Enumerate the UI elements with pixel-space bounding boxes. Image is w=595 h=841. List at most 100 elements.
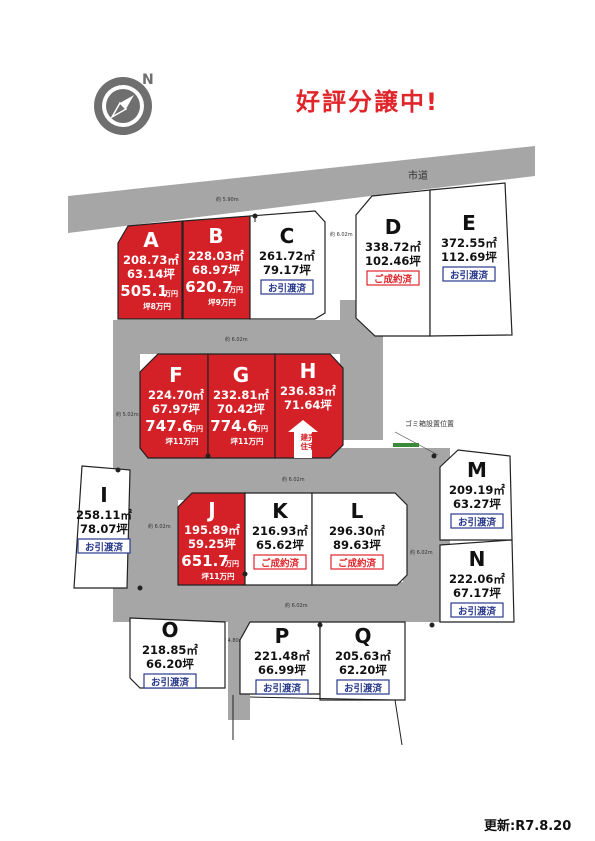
road-width-right-c: 約 6.02m: [330, 231, 353, 238]
lot-D-tsubo: 102.46坪: [365, 254, 421, 268]
lot-I-shape[interactable]: [73, 465, 131, 589]
headline: 好評分譲中!: [296, 88, 439, 116]
lot-E-label: E: [462, 211, 476, 235]
lot-C-tsubo: 79.17坪: [263, 263, 311, 277]
lot-J-label: J: [206, 498, 215, 522]
lot-O-status-badge-frame: [143, 673, 197, 689]
lot-L-area: 296.30㎡: [329, 524, 385, 538]
road-right-upper: [340, 300, 383, 440]
lot-N-status-badge: お引渡済: [458, 606, 497, 618]
lot-M-status-badge: お引渡済: [458, 517, 497, 529]
lot-J-tsubo: 59.25坪: [188, 537, 236, 551]
lot-M-label: M: [467, 458, 487, 482]
compass-icon: N: [94, 72, 154, 135]
lot-M-area: 209.19㎡: [449, 483, 505, 497]
lot-B-unit-price: 坪9万円: [208, 297, 236, 307]
lot-N-status-badge-frame: [450, 602, 504, 618]
lot-E-status-badge-frame: [442, 266, 496, 282]
lot-N-label: N: [469, 547, 486, 571]
lot-A-unit-price: 坪8万円: [143, 301, 171, 311]
lot-L-status-badge-frame: [330, 554, 384, 570]
lot-G-price: 774.6: [210, 417, 257, 435]
lot-K-status-badge-frame: [253, 554, 307, 570]
lot-L-tsubo: 89.63坪: [333, 538, 381, 552]
lot-A-tsubo: 63.14坪: [127, 267, 175, 281]
lot-B-label: B: [208, 224, 223, 248]
road-left: [113, 320, 140, 470]
lot-L-label: L: [351, 499, 364, 523]
road-width-left-mid: 約 5.02m: [116, 411, 139, 418]
road-right-lower: [403, 448, 450, 620]
lot-N-shape[interactable]: [439, 539, 515, 623]
lot-P-area: 221.48㎡: [254, 649, 310, 663]
lot-M-tsubo: 63.27坪: [453, 497, 501, 511]
lot-J-area: 195.89㎡: [184, 523, 240, 537]
lot-A-price-unit: 万円: [163, 290, 178, 298]
lot-M-status-badge-frame: [450, 513, 504, 529]
lot-J-unit-price: 坪11万円: [202, 571, 235, 581]
lot-I-status-badge: お引渡済: [85, 542, 124, 554]
lot-H-label: H: [300, 359, 317, 383]
road-upper: [113, 320, 383, 354]
lot-O-label: O: [161, 618, 178, 642]
lot-Q-tsubo: 62.20坪: [339, 663, 387, 677]
lot-H-tsubo: 71.64坪: [284, 398, 332, 412]
updated-date: 更新:R7.8.20: [484, 819, 572, 834]
road-width-lower: 約 6.02m: [285, 602, 308, 609]
lot-J-shape[interactable]: [177, 492, 246, 586]
lot-B-price: 620.7: [185, 278, 232, 296]
lot-A-shape[interactable]: [117, 220, 183, 320]
lot-P-status-badge: お引渡済: [263, 683, 302, 695]
lot-E-tsubo: 112.69坪: [441, 250, 497, 264]
lot-F-price: 747.6: [145, 417, 192, 435]
road-width-left-lower: 約 6.02m: [148, 523, 171, 530]
road-width-top: 約 5.90m: [216, 196, 239, 203]
garbage-box: [393, 443, 419, 447]
lot-G-unit-price: 坪11万円: [231, 436, 264, 446]
lot-Q-status-badge-frame: [336, 679, 390, 695]
road-corner: [130, 560, 150, 610]
lot-Q-area: 205.63㎡: [335, 649, 391, 663]
lot-D-status-badge: ご成約済: [374, 274, 413, 286]
lot-H-note-2: 住宅: [301, 441, 316, 451]
lot-I-tsubo: 78.07坪: [80, 522, 128, 536]
lot-A-price: 505.1: [120, 282, 167, 300]
lot-I-area: 258.11㎡: [76, 508, 132, 522]
lot-P-label: P: [275, 624, 290, 648]
lot-A-label: A: [143, 228, 159, 252]
entrance-arrows: [115, 213, 437, 628]
lot-P-tsubo: 66.99坪: [258, 663, 306, 677]
lot-C-status-badge: お引渡済: [268, 283, 307, 295]
road-width-upper: 約 6.02m: [225, 336, 248, 343]
lot-E-shape[interactable]: [429, 182, 513, 337]
lot-I-label: I: [100, 483, 107, 507]
lot-B-price-unit: 万円: [228, 286, 243, 294]
lot-G-area: 232.81㎡: [213, 388, 269, 402]
lot-C-area: 261.72㎡: [259, 249, 315, 263]
lot-G-price-unit: 万円: [253, 425, 268, 433]
lot-J-price: 651.7: [181, 552, 228, 570]
lot-B-area: 228.03㎡: [188, 249, 244, 263]
lot-L-status-badge: ご成約済: [338, 558, 377, 570]
roads: [68, 146, 535, 720]
lot-G-label: G: [233, 363, 249, 387]
lot-C-status-badge-frame: [260, 279, 314, 295]
lot-D-status-badge-frame: [366, 270, 420, 286]
lot-J-price-unit: 万円: [224, 560, 239, 568]
lot-K-status-badge: ご成約済: [261, 558, 300, 570]
city-road: [68, 146, 535, 233]
lot-D-area: 338.72㎡: [365, 240, 421, 254]
lot-Q-status-badge: お引渡済: [344, 683, 383, 695]
lot-H-note-1: 建売: [300, 432, 316, 442]
lot-N-area: 222.06㎡: [449, 572, 505, 586]
lot-E-area: 372.55㎡: [441, 236, 497, 250]
lot-F-tsubo: 67.97坪: [152, 402, 200, 416]
svg-text:N: N: [142, 72, 154, 88]
lot-O-status-badge: お引渡済: [151, 677, 190, 689]
lot-O-area: 218.85㎡: [142, 643, 198, 657]
road-lower: [113, 582, 450, 622]
garbage-label: ゴミ箱設置位置: [405, 419, 454, 428]
road-width-bottom-left: 約 4.80m: [221, 637, 244, 644]
lot-I-status-badge-frame: [77, 538, 131, 554]
lot-K-tsubo: 65.62坪: [256, 538, 304, 552]
